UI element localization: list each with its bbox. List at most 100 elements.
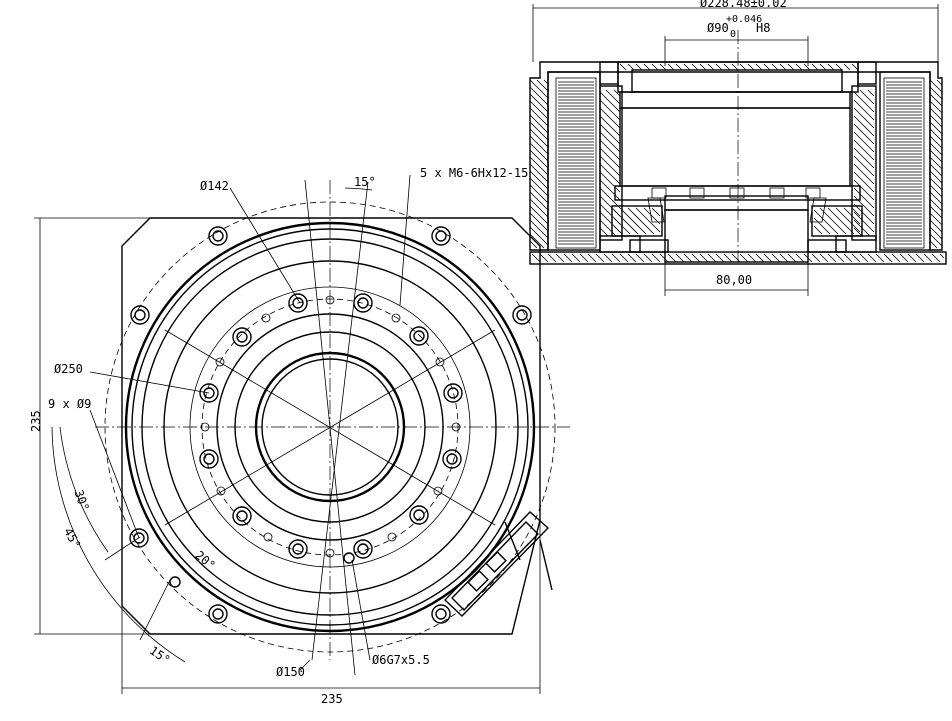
hatch-line xyxy=(827,207,855,235)
hatch-line xyxy=(659,63,667,71)
hatch-line xyxy=(853,99,875,121)
outer-plate-outline xyxy=(121,217,541,635)
pitch-142-label: Ø142 xyxy=(200,179,229,193)
hatch-line xyxy=(651,253,661,263)
hatch-line xyxy=(599,139,621,161)
hatch-line xyxy=(599,131,621,153)
hatch-line xyxy=(867,89,875,97)
hatch-line xyxy=(843,253,853,263)
connector-block xyxy=(444,511,553,617)
hatch-line xyxy=(875,253,885,263)
hatch-line xyxy=(739,253,749,263)
hatch-line xyxy=(929,177,943,191)
section-view: Ø228.48±0.02 Ø90 +0.046 0 H8 80,00 xyxy=(529,0,947,296)
hatch-line xyxy=(627,253,637,263)
hatch-line xyxy=(755,253,765,263)
hatch-line xyxy=(853,131,875,153)
hatch-line xyxy=(529,233,545,249)
hatch-line xyxy=(827,63,835,71)
hatch-line xyxy=(853,147,875,169)
hatch-line xyxy=(787,253,797,263)
hatch-line xyxy=(931,253,941,263)
hatch-line xyxy=(599,179,621,201)
stator-right-hatch xyxy=(883,77,925,249)
hatch-line xyxy=(929,121,943,135)
hatch-line xyxy=(929,114,943,128)
hatch-line xyxy=(599,107,621,129)
hatch-line xyxy=(611,253,621,263)
hatch-line xyxy=(613,217,631,235)
hatch-line xyxy=(619,63,627,71)
hatch-line xyxy=(529,135,549,155)
top-diameter-label: Ø228.48±0.02 xyxy=(700,0,787,10)
hatch-line xyxy=(915,253,925,263)
hatch-line xyxy=(613,209,639,235)
hatch-line xyxy=(579,253,589,263)
hatch-line xyxy=(795,63,803,71)
hatch-line xyxy=(599,91,621,113)
hatch-line xyxy=(529,198,549,218)
hatch-line xyxy=(613,89,621,97)
hatch-line xyxy=(683,63,691,71)
bore-width-label: 80,00 xyxy=(716,273,752,287)
hatch-line xyxy=(929,198,943,212)
hatch-line xyxy=(543,79,549,85)
hatch-line xyxy=(529,79,549,99)
hatch-line xyxy=(763,63,771,71)
hatch-line xyxy=(667,253,677,263)
hatch-line xyxy=(691,253,701,263)
hatch-line xyxy=(819,63,827,71)
hatch-line xyxy=(936,79,943,86)
hatch-line xyxy=(723,63,731,71)
hatch-line xyxy=(813,217,831,235)
hatch-line xyxy=(707,253,717,263)
hatch-line xyxy=(853,219,871,237)
hatch-line xyxy=(529,149,549,169)
hatch-line xyxy=(715,253,725,263)
hatch-line xyxy=(627,63,635,71)
hatch-line xyxy=(779,63,787,71)
hatch-line xyxy=(599,187,621,209)
hatch-line xyxy=(571,253,581,263)
hatch-line xyxy=(747,253,757,263)
hatch-line xyxy=(929,240,938,249)
hatch-line xyxy=(529,142,549,162)
hatch-line xyxy=(929,142,943,156)
hatch-line xyxy=(853,91,875,113)
bore-fit-label: Ø90 xyxy=(707,21,729,35)
hatch-line xyxy=(599,155,621,177)
hatch-line xyxy=(529,163,549,183)
thread-holes-label: 5 x M6-6Hx12-15 xyxy=(420,166,528,180)
hatch-line xyxy=(835,253,845,263)
hatch-line xyxy=(659,253,669,263)
hatch-line xyxy=(547,253,557,263)
hatch-line xyxy=(539,253,549,263)
hatch-line xyxy=(529,191,549,211)
outer-250-label: Ø250 xyxy=(54,362,83,376)
hatch-line xyxy=(779,253,789,263)
hatch-line xyxy=(529,156,549,176)
hatch-line xyxy=(853,107,875,129)
hatch-line xyxy=(731,63,739,71)
hatch-line xyxy=(771,253,781,263)
hatch-line xyxy=(707,63,715,71)
section-dimensions xyxy=(532,4,939,296)
front-view: 15° 5 x M6-6Hx12-15 Ø142 Ø250 9 x Ø9 235… xyxy=(29,166,570,706)
hatch-line xyxy=(529,205,549,225)
hatch-line xyxy=(675,63,683,71)
hatch-line xyxy=(929,156,943,170)
hatch-line xyxy=(731,253,741,263)
hatch-line xyxy=(819,253,829,263)
hatch-line xyxy=(843,207,861,225)
hatch-line xyxy=(755,63,763,71)
hatch-line xyxy=(853,227,863,237)
hatch-line xyxy=(529,219,549,239)
hatch-line xyxy=(853,123,875,145)
hatch-line xyxy=(929,93,943,107)
hatch-line xyxy=(883,253,893,263)
hatch-line xyxy=(819,207,847,235)
hatch-line xyxy=(715,63,723,71)
hatch-line xyxy=(851,253,861,263)
hatch-line xyxy=(851,207,861,217)
